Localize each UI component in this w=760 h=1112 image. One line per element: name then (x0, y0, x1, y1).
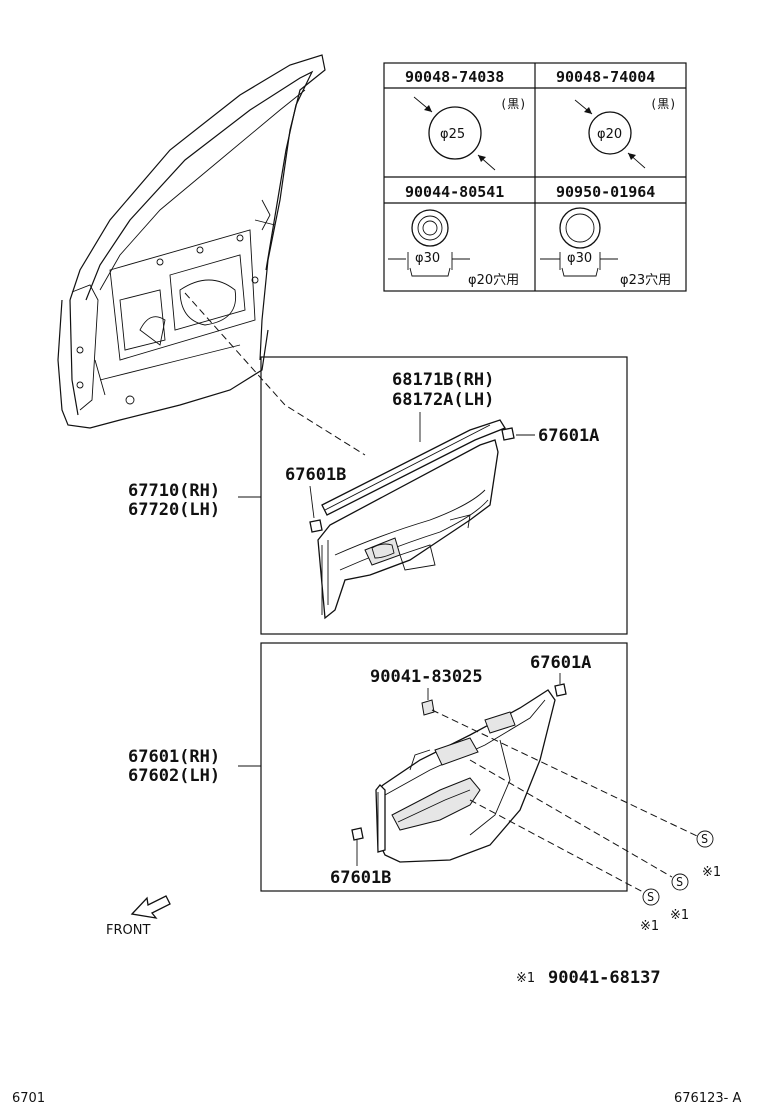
door-to-trim-leader (184, 292, 366, 456)
screw-symbol-2: S (671, 873, 689, 891)
note-mark-2: ※1 (670, 908, 689, 923)
note-mark-1: ※1 (702, 865, 721, 880)
screw-symbol-3-text: S (647, 890, 654, 904)
table-part-1: 90048-74038 (405, 68, 504, 86)
clip-a-upper-icon (501, 427, 515, 441)
footnote-part: 90041-68137 (548, 968, 661, 988)
table-dim-4: φ30 (567, 251, 592, 266)
clip-a-lower-icon (554, 683, 567, 697)
table-dim-3: φ30 (415, 251, 440, 266)
door-panel-illustration (351, 683, 567, 863)
callout-68172a: 68172A(LH) (392, 390, 494, 410)
fastener-table: 90048-74038 90048-74004 90044-80541 9095… (383, 62, 687, 292)
footer-right-code: 676123- A (674, 1091, 741, 1106)
table-note-1: (黒) (500, 97, 526, 111)
trim-board-box (260, 356, 628, 635)
screw-symbol-3: S (642, 888, 660, 906)
callout-67710: 67710(RH) (128, 481, 220, 501)
footer-left-code: 6701 (12, 1091, 45, 1106)
table-dim-1: φ25 (440, 127, 465, 142)
clip-b-lower-icon (351, 827, 364, 841)
front-arrow-icon (130, 895, 171, 919)
screw-symbol-2-text: S (676, 875, 683, 889)
door-frame-illustration (57, 54, 326, 429)
front-label: FRONT (106, 923, 150, 938)
callout-67601b-lower: 67601B (330, 868, 391, 888)
table-part-2: 90048-74004 (556, 68, 655, 86)
trim-board-illustration (309, 419, 515, 620)
table-part-3: 90044-80541 (405, 183, 504, 201)
clip-b-upper-icon (309, 519, 323, 533)
note-mark-3: ※1 (640, 919, 659, 934)
callout-67601: 67601(RH) (128, 747, 220, 767)
callout-67720: 67720(LH) (128, 500, 220, 520)
callout-67601a-lower: 67601A (530, 653, 591, 673)
callout-90041-83025: 90041-83025 (370, 667, 483, 687)
callout-67601b-upper: 67601B (285, 465, 346, 485)
screw-leader-1 (431, 709, 698, 837)
table-dim-2: φ20 (597, 127, 622, 142)
callout-67602: 67602(LH) (128, 766, 220, 786)
table-note-3: φ20穴用 (468, 273, 519, 288)
grommet-phi20-icon (409, 209, 451, 277)
door-panel-box (260, 642, 628, 892)
table-note-4: φ23穴用 (620, 273, 671, 288)
screw-90041-icon (421, 699, 435, 716)
table-note-2: (黒) (650, 97, 676, 111)
footnote-mark: ※1 (516, 971, 535, 986)
callout-67601a-upper: 67601A (538, 426, 599, 446)
grommet-phi23-icon (559, 207, 601, 277)
plug-phi20-icon (588, 111, 632, 155)
callout-68171b: 68171B(RH) (392, 370, 494, 390)
screw-symbol-1-text: S (701, 832, 708, 846)
table-part-4: 90950-01964 (556, 183, 655, 201)
plug-phi25-icon (428, 106, 482, 160)
screw-leader-2 (469, 759, 673, 878)
screw-symbol-1: S (696, 830, 714, 848)
